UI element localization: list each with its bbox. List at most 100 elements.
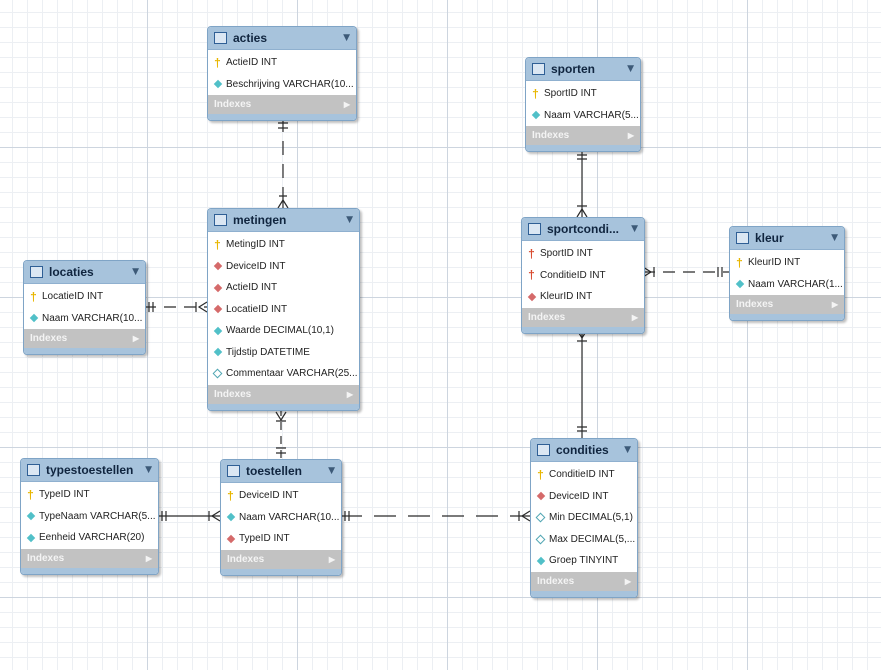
column-row[interactable]: †ConditieID INT (531, 464, 637, 486)
collapse-triangle-icon[interactable]: ▼ (145, 465, 152, 475)
column-row[interactable]: †ActieID INT (208, 52, 356, 74)
table-header[interactable]: kleur ▼ (730, 227, 844, 250)
column-row[interactable]: Waarde DECIMAL(10,1) (208, 320, 359, 342)
indexes-section[interactable]: Indexes▶ (730, 295, 844, 314)
indexes-section[interactable]: Indexes▶ (21, 548, 158, 568)
table-footer-bar (21, 567, 158, 574)
column-label: DeviceID INT (239, 490, 299, 502)
column-row[interactable]: †KleurID INT (730, 252, 844, 274)
collapse-triangle-icon[interactable]: ▼ (343, 33, 350, 43)
indexes-label: Indexes (214, 388, 252, 400)
expand-triangle-icon[interactable]: ▶ (343, 100, 350, 109)
column-label: LocatieID INT (42, 291, 104, 303)
expand-triangle-icon[interactable]: ▶ (631, 312, 638, 322)
column-row[interactable]: DeviceID INT (531, 486, 637, 508)
column-label: ActieID INT (226, 282, 278, 294)
table-header[interactable]: locaties▼ (24, 261, 145, 284)
expand-triangle-icon[interactable]: ▶ (132, 334, 139, 343)
column-diamond-icon (536, 556, 545, 565)
expand-triangle-icon[interactable]: ▶ (328, 554, 335, 564)
column-label: MetingID INT (226, 239, 285, 251)
column-row[interactable]: †DeviceID INT (221, 485, 341, 507)
table-header[interactable]: sporten▼ (526, 58, 640, 81)
indexes-label: Indexes (227, 553, 265, 565)
table-sportcondities[interactable]: sportcondi...▼†SportID INT†ConditieID IN… (521, 217, 645, 334)
column-row[interactable]: Max DECIMAL(5,... (531, 529, 637, 551)
nullable-column-diamond-icon (535, 534, 546, 545)
column-row[interactable]: LocatieID INT (208, 299, 359, 321)
collapse-triangle-icon[interactable]: ▼ (627, 64, 634, 74)
table-footer-bar (208, 403, 359, 410)
indexes-section[interactable]: Indexes▶ (531, 571, 637, 591)
column-diamond-icon (531, 111, 540, 120)
column-row[interactable]: DeviceID INT (208, 256, 359, 278)
table-header[interactable]: metingen▼ (208, 209, 359, 232)
collapse-triangle-icon[interactable]: ▼ (631, 224, 638, 234)
collapse-triangle-icon[interactable]: ▼ (346, 215, 353, 225)
column-label: TypeNaam VARCHAR(5... (39, 510, 156, 522)
table-header[interactable]: condities▼ (531, 439, 637, 462)
table-header[interactable]: acties▼ (208, 27, 356, 50)
expand-triangle-icon[interactable]: ▶ (627, 131, 634, 140)
indexes-section[interactable]: Indexes▶ (526, 126, 640, 145)
column-row[interactable]: † SportID INT (526, 83, 640, 105)
column-row[interactable]: Eenheid VARCHAR(20) (21, 527, 158, 549)
column-row[interactable]: Naam VARCHAR(10... (24, 308, 145, 330)
indexes-section[interactable]: Indexes ▶ (208, 384, 359, 404)
column-row[interactable]: †TypeID INT (21, 484, 158, 506)
table-sporten[interactable]: sporten▼ † SportID INT Naam VARCHAR(5...Ind… (525, 57, 641, 152)
column-row[interactable]: TypeNaam VARCHAR(5... (21, 506, 158, 528)
indexes-section[interactable]: Indexes ▶ (221, 549, 341, 569)
table-header[interactable]: sportcondi...▼ (522, 218, 644, 241)
column-row[interactable]: KleurID INT (522, 286, 644, 308)
column-row[interactable]: Naam VARCHAR(5... (526, 105, 640, 127)
collapse-triangle-icon[interactable]: ▼ (831, 233, 838, 243)
column-diamond-icon (226, 513, 235, 522)
column-row[interactable]: †LocatieID INT (24, 286, 145, 308)
collapse-triangle-icon[interactable]: ▼ (132, 267, 139, 277)
column-row[interactable]: ActieID INT (208, 277, 359, 299)
table-typestoestellen[interactable]: typestoestellen▼†TypeID INT TypeNaam VARC… (20, 458, 159, 575)
column-row[interactable]: Naam VARCHAR(10... (221, 507, 341, 529)
column-row[interactable]: Groep TINYINT (531, 550, 637, 572)
expand-triangle-icon[interactable]: ▶ (145, 553, 152, 563)
column-label: Beschrijving VARCHAR(10... (226, 78, 354, 90)
table-title: kleur (755, 231, 784, 245)
column-row[interactable]: Beschrijving VARCHAR(10... (208, 74, 356, 96)
primary-key-icon: † (532, 86, 539, 101)
indexes-section[interactable]: Indexes▶ (24, 329, 145, 348)
column-row[interactable]: †SportID INT (522, 243, 644, 265)
column-diamond-icon (213, 80, 222, 89)
indexes-section[interactable]: Indexes▶ (208, 95, 356, 114)
foreign-key-diamond-icon (536, 492, 545, 501)
column-row[interactable]: Tijdstip DATETIME (208, 342, 359, 364)
expand-triangle-icon[interactable]: ▶ (831, 300, 838, 309)
column-row[interactable]: TypeID INT (221, 528, 341, 550)
table-acties[interactable]: acties▼†ActieID INT Beschrijving VARCHAR(… (207, 26, 357, 121)
indexes-section[interactable]: Indexes▶ (522, 307, 644, 327)
collapse-triangle-icon[interactable]: ▼ (328, 466, 335, 476)
column-diamond-icon (735, 280, 744, 289)
column-label: SportID INT (544, 88, 597, 100)
column-row[interactable]: Naam VARCHAR(1... (730, 274, 844, 296)
column-label: ActieID INT (226, 57, 278, 69)
column-diamond-icon (26, 533, 35, 542)
table-header[interactable]: toestellen▼ (221, 460, 341, 483)
column-row[interactable]: Commentaar VARCHAR(25... (208, 363, 359, 385)
column-row[interactable]: Min DECIMAL(5,1) (531, 507, 637, 529)
collapse-triangle-icon[interactable]: ▼ (624, 445, 631, 455)
expand-triangle-icon[interactable]: ▶ (346, 389, 353, 399)
column-label: Eenheid VARCHAR(20) (39, 532, 145, 544)
expand-triangle-icon[interactable]: ▶ (624, 576, 631, 586)
column-row[interactable]: †MetingID INT (208, 234, 359, 256)
table-header[interactable]: typestoestellen▼ (21, 459, 158, 482)
column-row[interactable]: †ConditieID INT (522, 265, 644, 287)
